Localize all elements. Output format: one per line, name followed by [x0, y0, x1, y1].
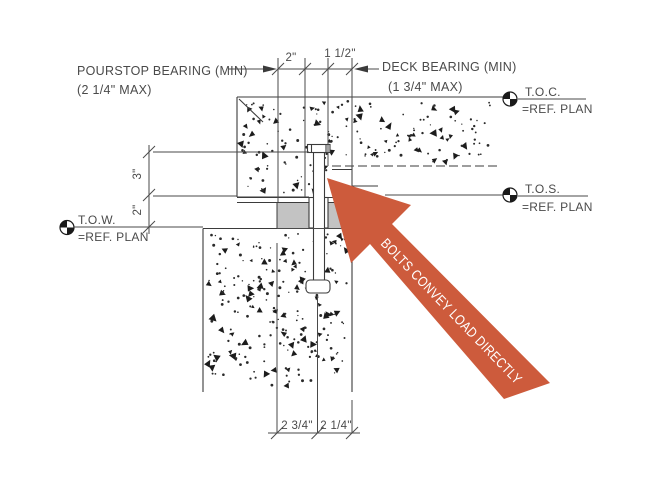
deck-bearing-label: DECK BEARING (MIN) (1 3/4" MAX) [382, 60, 517, 94]
arrow-shape [327, 178, 550, 399]
leader-arrowhead-right [263, 65, 277, 73]
bottom-dimensions: 2 3/4" 2 1/4" [268, 243, 360, 440]
pourstop-bearing-label: POURSTOP BEARING (MIN) (2 1/4" MAX) [77, 64, 248, 97]
tow-ref-text: =REF. PLAN [78, 230, 149, 244]
dim-plate-zone: 2" [132, 204, 144, 215]
tos-ref-text: =REF. PLAN [522, 200, 593, 214]
top-dimensions: 2" 1 1/2" [228, 48, 379, 202]
tow-text: T.O.W. [78, 213, 116, 227]
leader-arrowhead-left [354, 65, 368, 73]
metal-deck-lines [332, 165, 497, 187]
bolt-nut [305, 279, 331, 294]
toc-text: T.O.C. [525, 85, 561, 99]
arrow-annotation-text: BOLTS CONVEY LOAD DIRECTLY [378, 235, 526, 387]
datum-target-icon [59, 219, 75, 236]
bolt-shaft [312, 151, 326, 282]
datum-target-icon [502, 187, 518, 203]
deck-max-text: (1 3/4" MAX) [388, 80, 463, 94]
dim-wall-left: 2 3/4" [281, 420, 312, 432]
toc-ref-text: =REF. PLAN [522, 102, 593, 116]
dim-deck-gap: 1 1/2" [324, 48, 355, 60]
datum-target-icon [502, 91, 518, 107]
deck-bearing-text: DECK BEARING (MIN) [382, 60, 517, 74]
dim-pourstop-width: 2" [285, 52, 296, 64]
pourstop-bearing-text: POURSTOP BEARING (MIN) [77, 64, 248, 78]
bolt-head [306, 143, 331, 154]
left-dimensions: 3" 2" [132, 145, 309, 234]
tos-text: T.O.S. [525, 182, 560, 196]
tos-datum: T.O.S. =REF. PLAN [502, 182, 593, 214]
callout-arrow: BOLTS CONVEY LOAD DIRECTLY [327, 178, 550, 399]
toc-datum: T.O.C. =REF. PLAN [502, 85, 593, 116]
chamfer-line [238, 98, 264, 123]
pourstop-max-text: (2 1/4" MAX) [77, 83, 152, 97]
dim-bolt-projection: 3" [132, 168, 144, 179]
dim-wall-right: 2 1/4" [320, 420, 351, 432]
anchor-bolt [305, 143, 331, 294]
tow-datum: T.O.W. =REF. PLAN [59, 213, 203, 244]
